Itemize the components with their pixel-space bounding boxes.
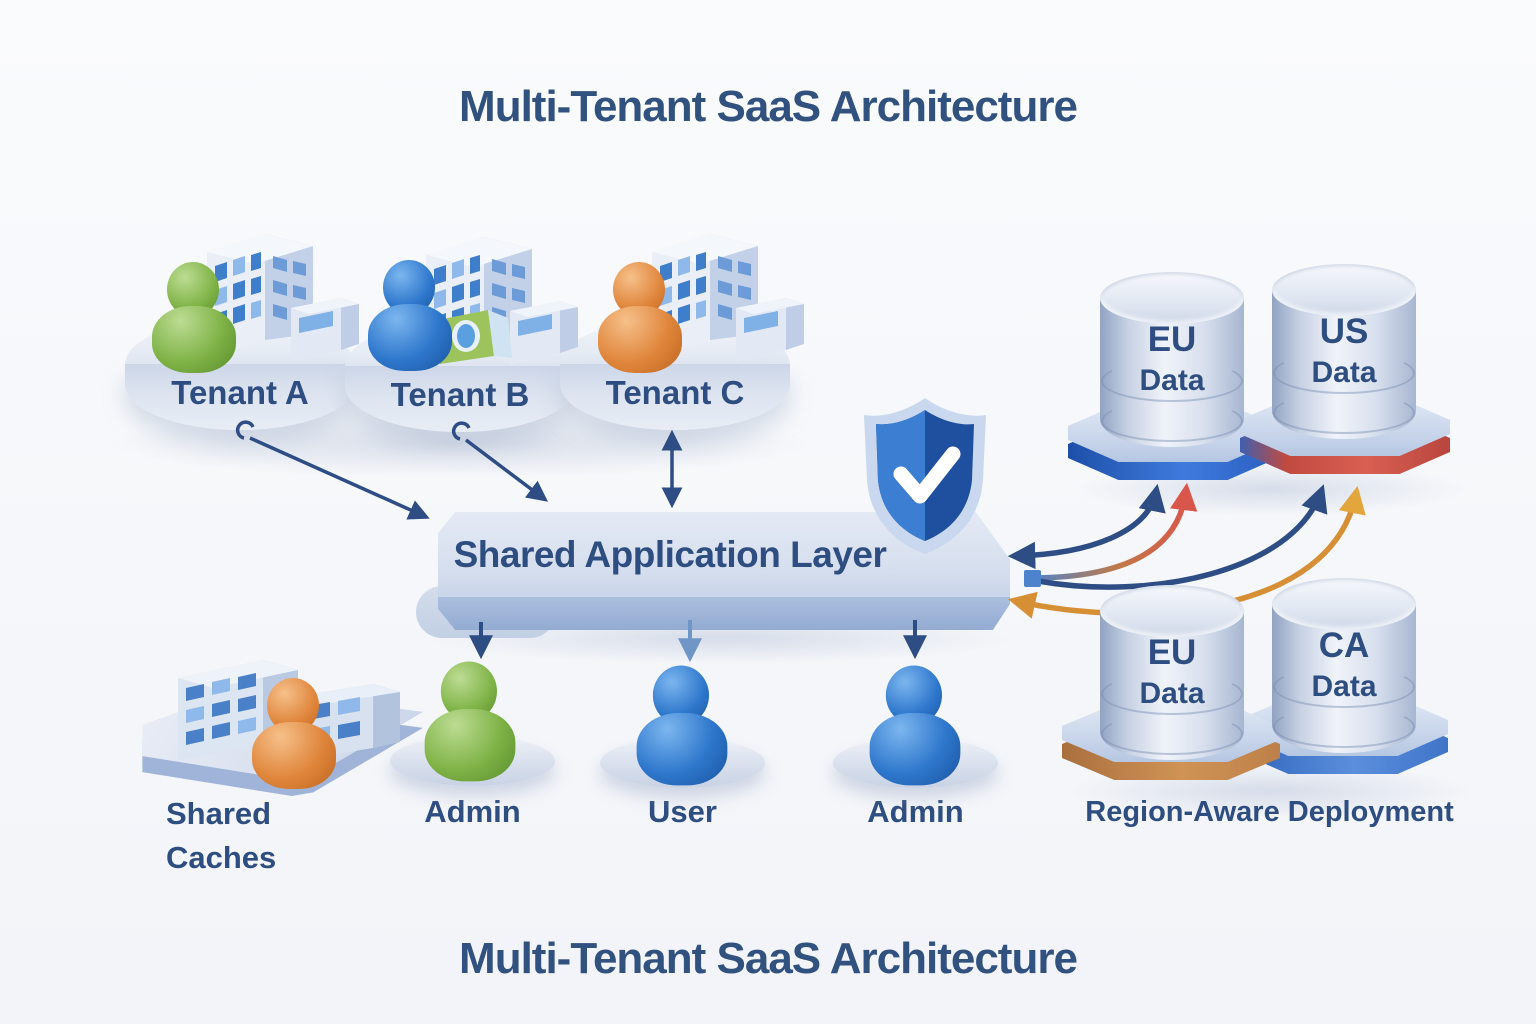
shared-application-layer: Shared Application Layer	[438, 512, 1010, 630]
person-icon	[152, 262, 236, 374]
db-region: US	[1319, 312, 1369, 351]
region-aware-deployment-label: Region-Aware Deployment	[1085, 796, 1454, 828]
person-icon	[636, 665, 728, 787]
db-region: EU	[1147, 633, 1197, 672]
db-word: Data	[1139, 677, 1205, 710]
db-region: CA	[1318, 626, 1370, 665]
user-label: User	[648, 794, 717, 829]
tenant-a-label: Tenant A	[171, 374, 309, 411]
db-word: Data	[1311, 356, 1377, 389]
person-icon	[598, 262, 682, 374]
db-region: EU	[1147, 320, 1197, 359]
person-icon	[869, 665, 961, 787]
person-icon	[424, 661, 516, 783]
connector-node	[1024, 570, 1041, 587]
green-cube-icon	[438, 310, 512, 364]
database-icon-eu-bottom: EU Data	[1100, 585, 1244, 763]
admin-label-1: Admin	[424, 794, 521, 829]
page-title-bottom: Multi-Tenant SaaS Architecture	[459, 934, 1078, 983]
database-icon-eu-top: EU Data	[1100, 272, 1244, 450]
database-icon-ca: CA Data	[1272, 578, 1416, 756]
admin-label-2: Admin	[867, 794, 964, 829]
shared-application-layer-label: Shared Application Layer	[453, 533, 887, 575]
page-title-top: Multi-Tenant SaaS Architecture	[459, 82, 1078, 131]
database-icon-us: US Data	[1272, 264, 1416, 442]
db-word: Data	[1139, 364, 1205, 397]
shield-check-icon	[864, 398, 986, 554]
tenant-b-label: Tenant B	[390, 376, 530, 413]
shared-caches-label: Shared Caches	[166, 796, 277, 875]
person-icon	[368, 260, 452, 372]
db-word: Data	[1311, 670, 1377, 703]
person-icon	[252, 678, 336, 790]
tenant-c-label: Tenant C	[605, 374, 745, 411]
